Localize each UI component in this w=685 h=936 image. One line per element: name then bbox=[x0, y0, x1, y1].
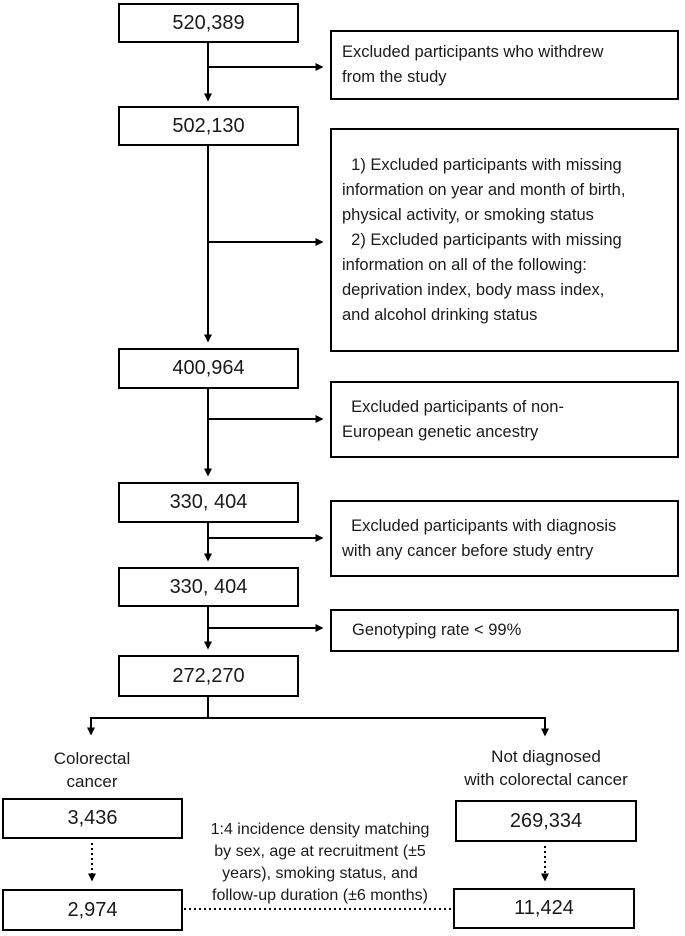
flow-count-box-4: 330, 404 bbox=[118, 482, 299, 523]
exclusion-box-genotyping: Genotyping rate < 99% bbox=[330, 609, 679, 652]
exclusion-text: Excluded participants who withdrew from … bbox=[342, 43, 604, 86]
split-connector bbox=[90, 697, 546, 719]
control-initial-box: 269,334 bbox=[455, 800, 637, 842]
flow-count-box-6: 272,270 bbox=[118, 655, 299, 697]
exclusion-text: Excluded participants of non- European g… bbox=[342, 397, 564, 441]
flow-count-box-2: 502,130 bbox=[118, 106, 299, 146]
flow-count-box-1: 520,389 bbox=[118, 3, 299, 43]
case-initial-box: 3,436 bbox=[2, 798, 183, 839]
case-matched-box: 2,974 bbox=[2, 889, 183, 931]
control-matched-box: 11,424 bbox=[453, 888, 635, 929]
exclusion-text: 1) Excluded participants with missing in… bbox=[342, 155, 626, 324]
exclusion-text: Genotyping rate < 99% bbox=[352, 621, 522, 639]
exclusion-text: Excluded participants with diagnosis wit… bbox=[342, 516, 617, 560]
exclusion-box-withdrew: Excluded participants who withdrew from … bbox=[330, 30, 679, 100]
case-group-label: Colorectal cancer bbox=[53, 749, 131, 791]
control-group-label: Not diagnosed with colorectal cancer bbox=[464, 747, 628, 789]
flow-count-box-5: 330, 404 bbox=[118, 567, 299, 607]
exclusion-box-prior-cancer: Excluded participants with diagnosis wit… bbox=[330, 500, 679, 577]
matching-note: 1:4 incidence density matching by sex, a… bbox=[210, 821, 430, 904]
exclusion-box-missing-info: 1) Excluded participants with missing in… bbox=[330, 128, 679, 352]
exclusion-box-ancestry: Excluded participants of non- European g… bbox=[330, 381, 679, 458]
flow-count-box-3: 400,964 bbox=[118, 348, 299, 389]
